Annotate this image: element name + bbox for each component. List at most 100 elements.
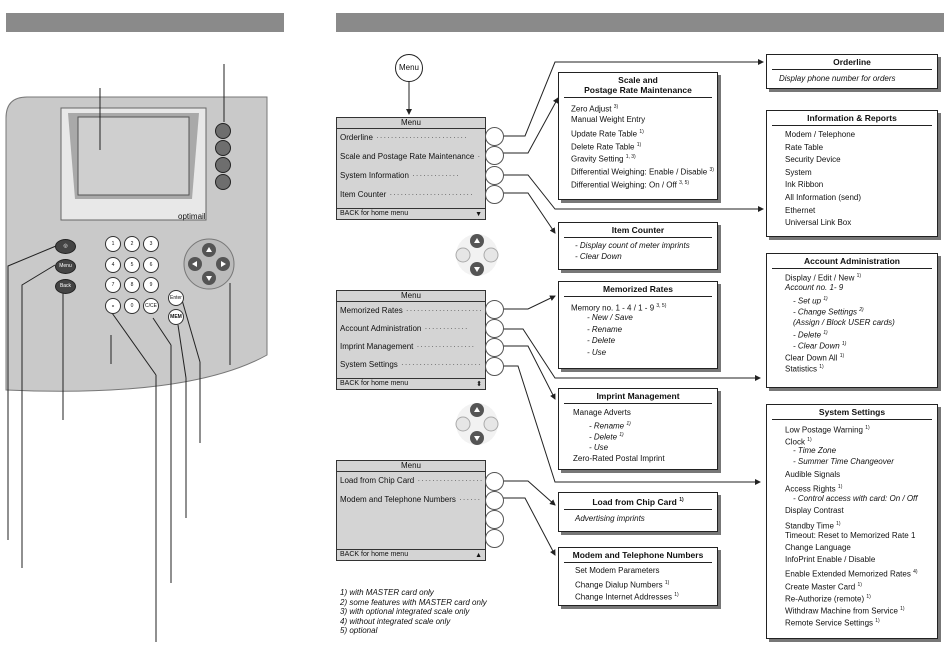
box-title: Load from Chip Card 1) xyxy=(592,496,684,507)
box-line: Timeout: Reset to Memorized Rate 1 xyxy=(785,530,916,540)
softkey-2[interactable] xyxy=(485,319,504,338)
box-line: (Assign / Block USER cards) xyxy=(793,317,895,327)
keypad-star[interactable]: ⁎ xyxy=(105,298,121,314)
menu-item-orderline[interactable]: Orderline ························· xyxy=(340,133,468,142)
box-modem-telephone: Modem and Telephone Numbers Set Modem Pa… xyxy=(558,547,718,606)
menu-screen-2: Menu Memorized Rates ···················… xyxy=(336,290,486,390)
box-line: - New / Save xyxy=(587,313,633,322)
box-title: Imprint Management xyxy=(596,391,680,401)
box-title: Postage Rate Maintenance xyxy=(584,85,692,95)
box-line: All Information (send) xyxy=(785,192,862,202)
keypad-6[interactable]: 6 xyxy=(143,257,159,273)
box-line: Display / Edit / New 1) xyxy=(785,273,862,283)
box-line: Universal Link Box xyxy=(785,218,852,228)
keypad-7[interactable]: 7 xyxy=(105,277,121,293)
softkey-4[interactable] xyxy=(485,357,504,376)
softkey-1[interactable] xyxy=(485,300,504,319)
menu-item-system-information[interactable]: System Information ············· xyxy=(340,171,460,180)
menu-item-account-administration[interactable]: Account Administration ············ xyxy=(340,324,469,333)
menu-footer: BACK for home menu xyxy=(337,378,485,389)
left-header-bar xyxy=(6,13,284,32)
keypad-3[interactable]: 3 xyxy=(143,236,159,252)
box-line: Withdraw Machine from Service 1) xyxy=(785,605,905,616)
box-line: Ink Ribbon xyxy=(785,180,824,190)
box-line: InfoPrint Enable / Disable xyxy=(785,555,876,565)
box-line: - Time Zone xyxy=(793,446,837,456)
menu-item-modem-telephone[interactable]: Modem and Telephone Numbers ·········· xyxy=(340,495,482,504)
softkey-3[interactable] xyxy=(485,510,504,529)
box-title: Item Counter xyxy=(611,225,665,235)
softkey-2[interactable] xyxy=(485,491,504,510)
side-key-4[interactable] xyxy=(215,174,231,190)
side-key-3[interactable] xyxy=(215,157,231,173)
box-line: Delete Rate Table 1) xyxy=(571,141,642,152)
box-line: - Display count of meter imprints xyxy=(575,241,690,250)
box-line: Update Rate Table 1) xyxy=(571,129,644,139)
menu-button-icon[interactable]: Menu xyxy=(395,54,423,82)
softkey-1[interactable] xyxy=(485,127,504,146)
box-line: Access Rights 1) xyxy=(785,484,843,494)
box-line: - Use xyxy=(587,347,607,357)
box-load-chip-card: Load from Chip Card 1) Advertising impri… xyxy=(558,492,718,532)
menu-item-imprint-management[interactable]: Imprint Management ················ xyxy=(340,342,476,351)
box-line: - Use xyxy=(589,442,609,452)
box-line: Account no. 1- 9 xyxy=(785,283,844,293)
keypad-4[interactable]: 4 xyxy=(105,257,121,273)
box-line: Clock 1) xyxy=(785,437,812,447)
box-account-administration: Account Administration Display / Edit / … xyxy=(766,253,938,388)
menu-footer: BACK for home menu xyxy=(337,208,485,219)
softkey-4[interactable] xyxy=(485,529,504,548)
menu-item-item-counter[interactable]: Item Counter ······················· xyxy=(340,190,474,199)
box-line: - Delete 1) xyxy=(793,329,828,340)
box-line: Zero-Rated Postal Imprint xyxy=(573,454,665,463)
box-title: Scale and xyxy=(618,75,658,85)
keypad-8[interactable]: 8 xyxy=(124,277,140,293)
box-memorized-rates: Memorized Rates Memory no. 1 - 4 / 1 - 9… xyxy=(558,281,718,369)
footnotes: 1) with MASTER card only 2) some feature… xyxy=(340,588,487,636)
box-orderline: Orderline Display phone number for order… xyxy=(766,54,938,89)
keypad-9[interactable]: 9 xyxy=(143,277,159,293)
softkey-3[interactable] xyxy=(485,338,504,357)
box-line: Ethernet xyxy=(785,205,816,215)
menu-key[interactable]: Menu xyxy=(55,259,76,274)
footnote: 3) with optional integrated scale only xyxy=(340,607,470,617)
side-key-1[interactable] xyxy=(215,123,231,139)
box-line: - Clear Down xyxy=(575,252,622,261)
scale-key[interactable]: ◎ xyxy=(55,239,76,254)
side-key-2[interactable] xyxy=(215,140,231,156)
box-imprint-management: Imprint Management Manage Adverts - Rena… xyxy=(558,388,718,470)
box-line: Standby Time 1) xyxy=(785,520,841,531)
menu-screen-1: Menu Orderline ·························… xyxy=(336,117,486,220)
softkey-3[interactable] xyxy=(485,166,504,185)
box-title: System Settings xyxy=(818,407,886,417)
menu-item-load-chip-card[interactable]: Load from Chip Card ··················· xyxy=(340,476,482,485)
menu-item-memorized-rates[interactable]: Memorized Rates ····················· xyxy=(340,306,482,315)
keypad-0[interactable]: 0 xyxy=(124,298,140,314)
box-line: Clear Down All 1) xyxy=(785,352,845,363)
menu-footer: BACK for home menu xyxy=(337,549,485,560)
box-line: Change Internet Addresses 1) xyxy=(575,592,679,602)
device-direction-pad[interactable] xyxy=(184,239,234,289)
menu-item-scale[interactable]: Scale and Postage Rate Maintenance ·····… xyxy=(340,152,482,161)
box-information-reports: Information & Reports Modem / Telephone … xyxy=(766,110,938,237)
box-line: Low Postage Warning 1) xyxy=(785,425,870,435)
box-line: Zero Adjust 3) xyxy=(571,104,619,114)
box-line: Re-Authorize (remote) 1) xyxy=(785,593,871,604)
box-line: Statistics 1) xyxy=(785,364,824,374)
keypad-2[interactable]: 2 xyxy=(124,236,140,252)
keypad-1[interactable]: 1 xyxy=(105,236,121,252)
softkey-2[interactable] xyxy=(485,146,504,165)
keypad-5[interactable]: 5 xyxy=(124,257,140,273)
softkey-4[interactable] xyxy=(485,185,504,204)
box-title: Memorized Rates xyxy=(603,284,673,294)
menu-title: Menu xyxy=(337,461,485,472)
box-line: Change Dialup Numbers 1) xyxy=(575,580,670,590)
keypad-clear[interactable]: C/CE xyxy=(143,298,159,314)
box-line: Modem / Telephone xyxy=(785,130,856,139)
mem-key[interactable]: MEM xyxy=(168,309,184,325)
back-key[interactable]: Back xyxy=(55,279,76,294)
softkey-1[interactable] xyxy=(485,472,504,491)
box-line: - Rename 1) xyxy=(589,420,631,431)
enter-key[interactable]: Enter xyxy=(168,290,184,306)
menu-item-system-settings[interactable]: System Settings ······················ xyxy=(340,360,482,369)
